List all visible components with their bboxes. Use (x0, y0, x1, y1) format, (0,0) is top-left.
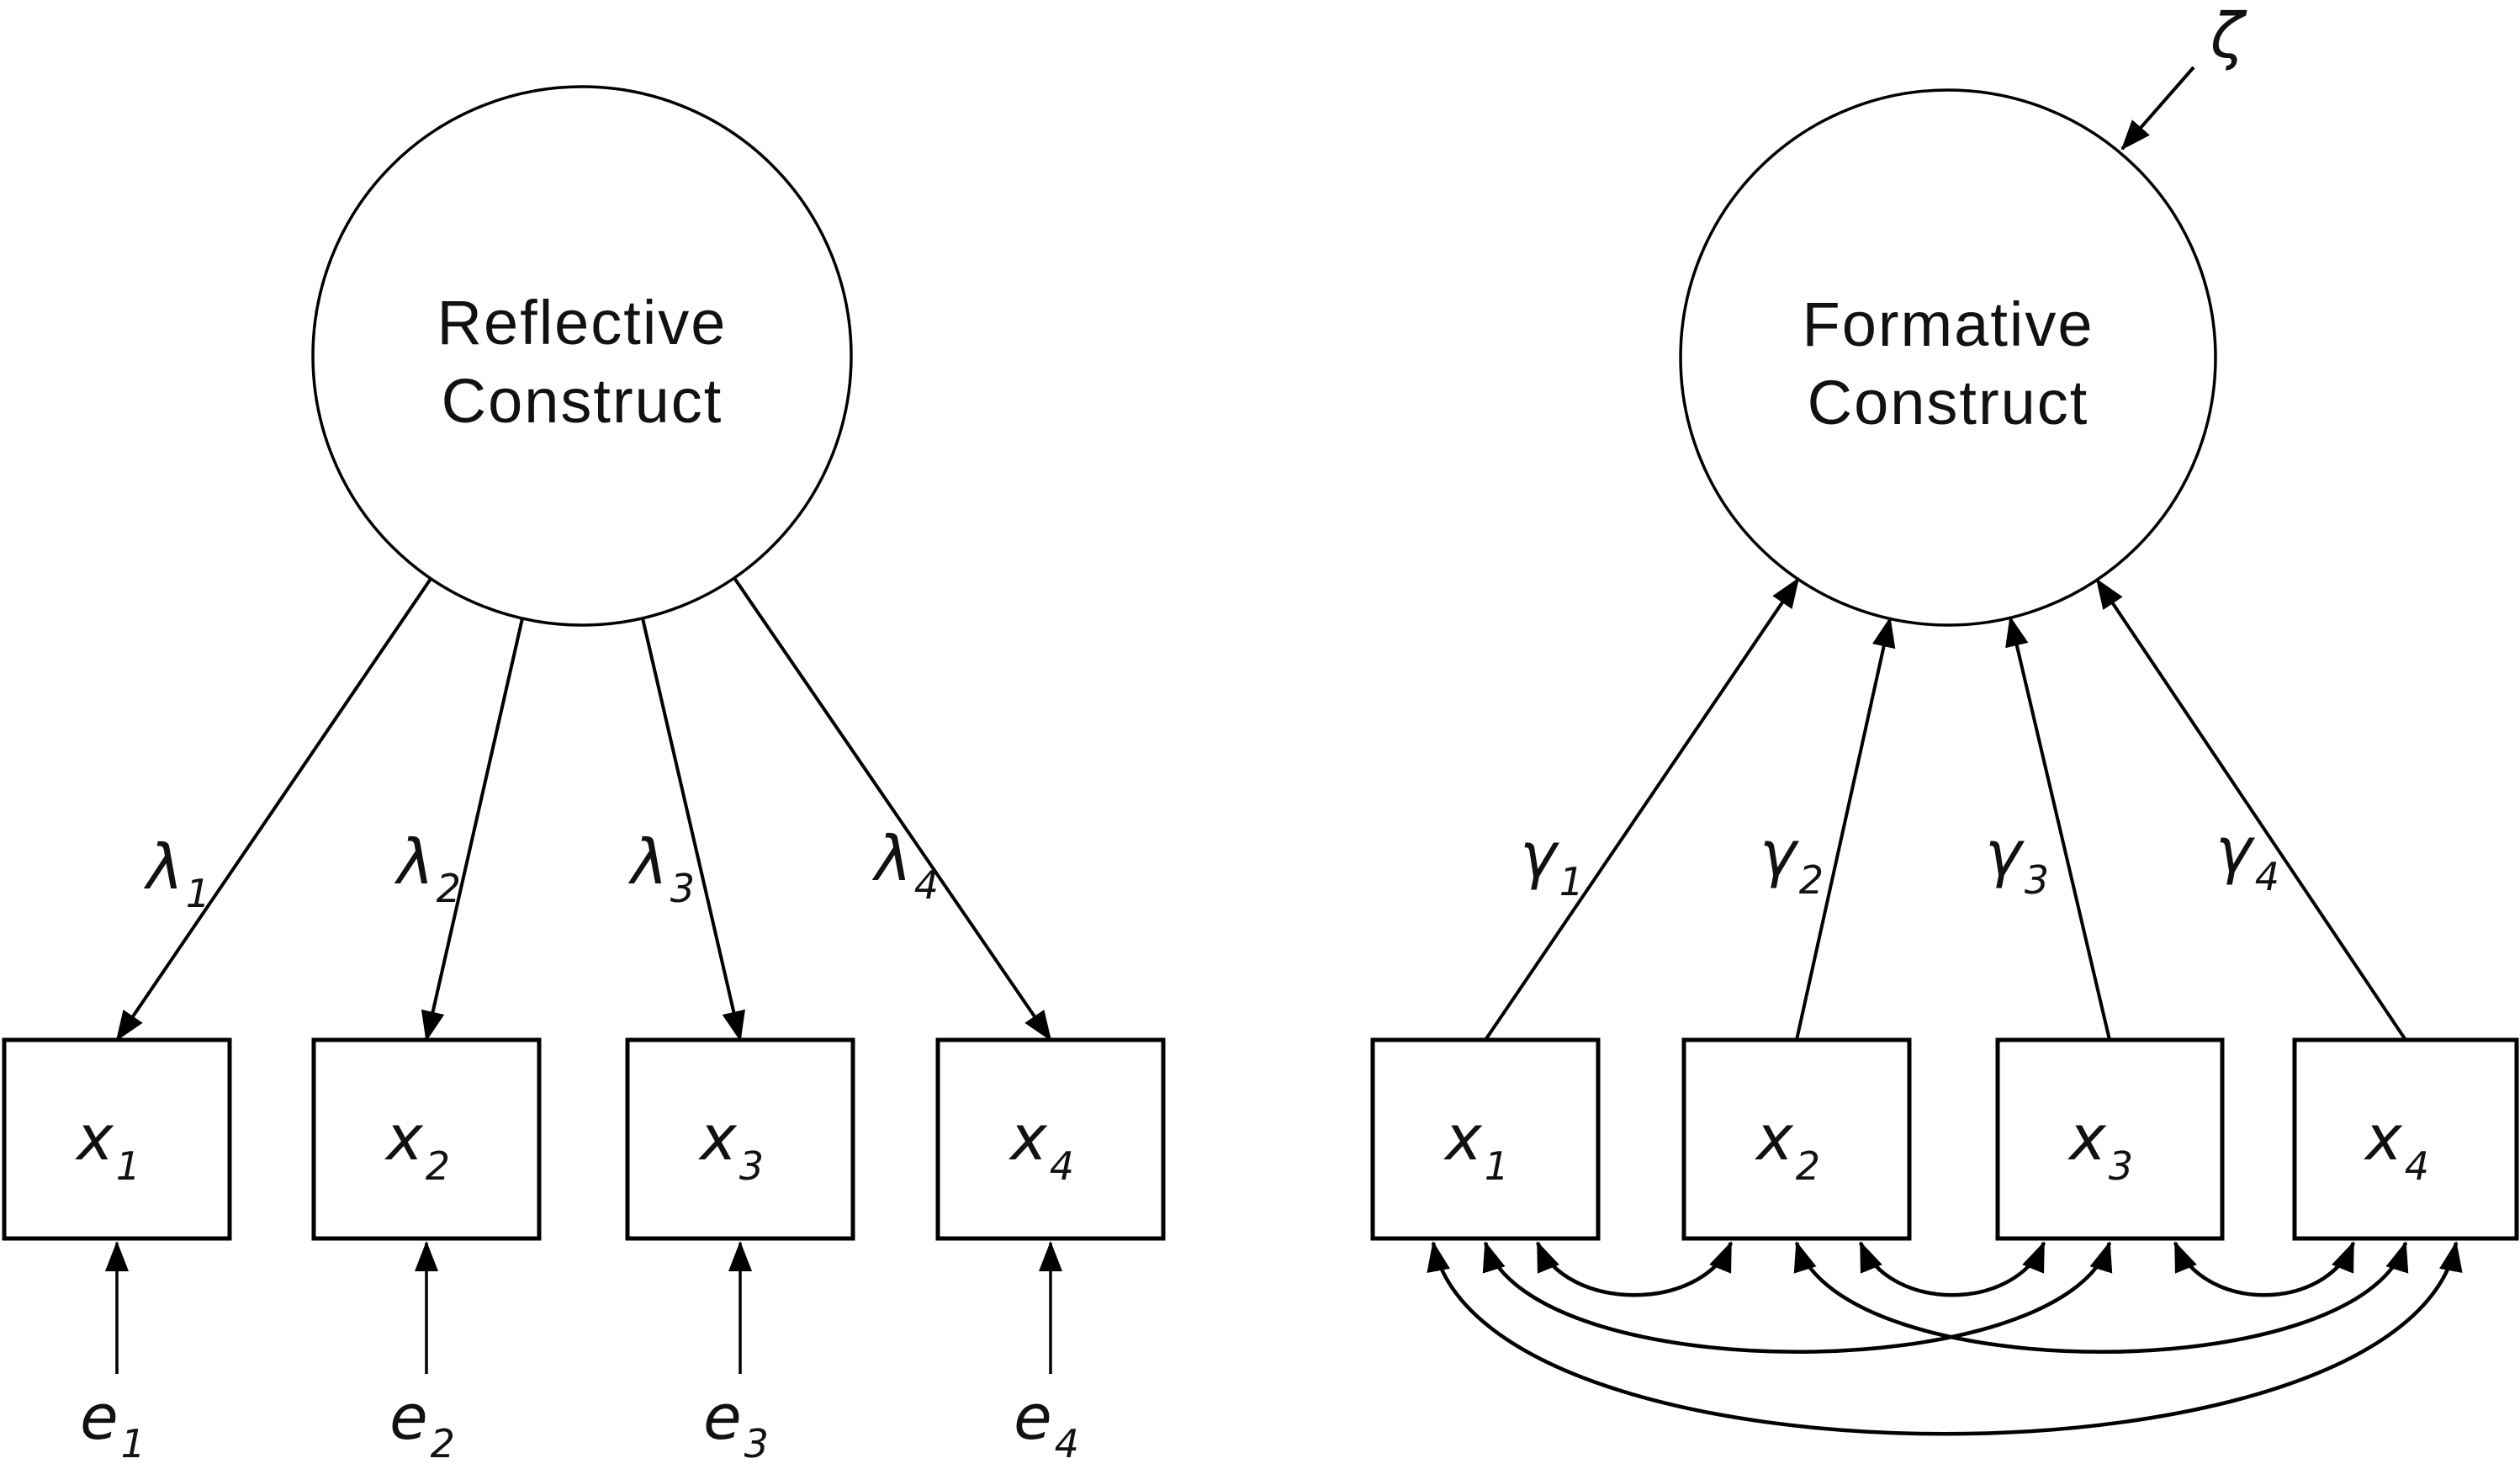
covariance-arc-x1-x4 (1427, 1241, 2463, 1436)
loading-label-lambda1: λ1 (143, 831, 210, 916)
indicator-label-x2-reflective: x2 (384, 1102, 450, 1189)
indicator-box-x4-formative (2292, 1037, 2519, 1241)
indicator-box-x1-formative (1370, 1037, 1601, 1241)
error-label-e4: e4 (1014, 1381, 1079, 1466)
error-label-e1: e1 (80, 1381, 146, 1466)
weight-label-gamma4: γ4 (2216, 814, 2279, 899)
indicator-label-x3-reflective: x3 (698, 1102, 764, 1189)
indicator-box-x2-formative (1681, 1037, 1912, 1241)
indicator-label-x4-reflective: x4 (1009, 1102, 1074, 1189)
disturbance-label-zeta: ζ (2210, 0, 2247, 72)
reflective-construct-circle (311, 85, 853, 627)
weight-label-gamma2: γ2 (1760, 818, 1824, 903)
loading-label-lambda3: λ3 (627, 826, 695, 911)
weight-label-gamma3: γ3 (1985, 818, 2049, 903)
covariance-arc-x3-x4 (2173, 1241, 2356, 1297)
indicator-box-x3-reflective (625, 1037, 855, 1241)
covariance-arc-x2-x3 (1858, 1241, 2046, 1297)
error-label-e2: e2 (389, 1381, 455, 1466)
indicator-label-x1-formative: x1 (1443, 1102, 1509, 1189)
indicator-box-x2-reflective (311, 1037, 542, 1241)
reflective-model: Reflective Construct λ1 λ2 λ3 λ4 x1 x2 x… (2, 85, 1166, 1466)
weight-arrow-gamma3 (2005, 616, 2111, 1041)
indicator-label-x2-formative: x2 (1755, 1102, 1820, 1189)
covariance-arc-x1-x2 (1535, 1241, 1734, 1297)
indicator-box-x1-reflective (2, 1037, 232, 1241)
loading-label-lambda2: λ2 (394, 826, 461, 911)
covariance-arc-x1-x3 (1482, 1241, 2113, 1354)
weight-label-gamma1: γ1 (1520, 819, 1584, 904)
indicator-box-x3-formative (1995, 1037, 2225, 1241)
formative-model: Formative Construct ζ γ1 γ2 γ3 γ4 x1 x2 … (1370, 0, 2519, 1436)
weight-arrow-gamma1 (1484, 577, 1800, 1042)
reflective-construct-label-line1: Reflective (437, 288, 728, 358)
error-label-e3: e3 (703, 1381, 769, 1466)
covariance-arc-x2-x4 (1793, 1241, 2409, 1354)
weight-arrow-gamma4 (2095, 578, 2407, 1042)
indicator-label-x4-formative: x4 (2364, 1102, 2429, 1189)
indicator-box-x4-reflective (935, 1037, 1166, 1241)
loading-arrow-lambda3 (641, 618, 745, 1042)
formative-construct-label-line1: Formative (1803, 289, 2094, 359)
loading-arrow-lambda2 (421, 618, 524, 1042)
weight-arrow-gamma2 (1795, 617, 1896, 1041)
formative-construct-label-line2: Construct (1808, 368, 2089, 438)
reflective-construct-label-line2: Construct (442, 366, 723, 436)
formative-construct-circle (1679, 88, 2217, 627)
indicator-label-x3-formative: x3 (2067, 1102, 2133, 1189)
loading-arrow-lambda4 (733, 576, 1052, 1042)
indicator-label-x1-reflective: x1 (75, 1102, 140, 1189)
disturbance-arrow-zeta (2120, 66, 2195, 151)
loading-label-lambda4: λ4 (871, 823, 939, 908)
loading-arrow-lambda1 (115, 577, 432, 1042)
